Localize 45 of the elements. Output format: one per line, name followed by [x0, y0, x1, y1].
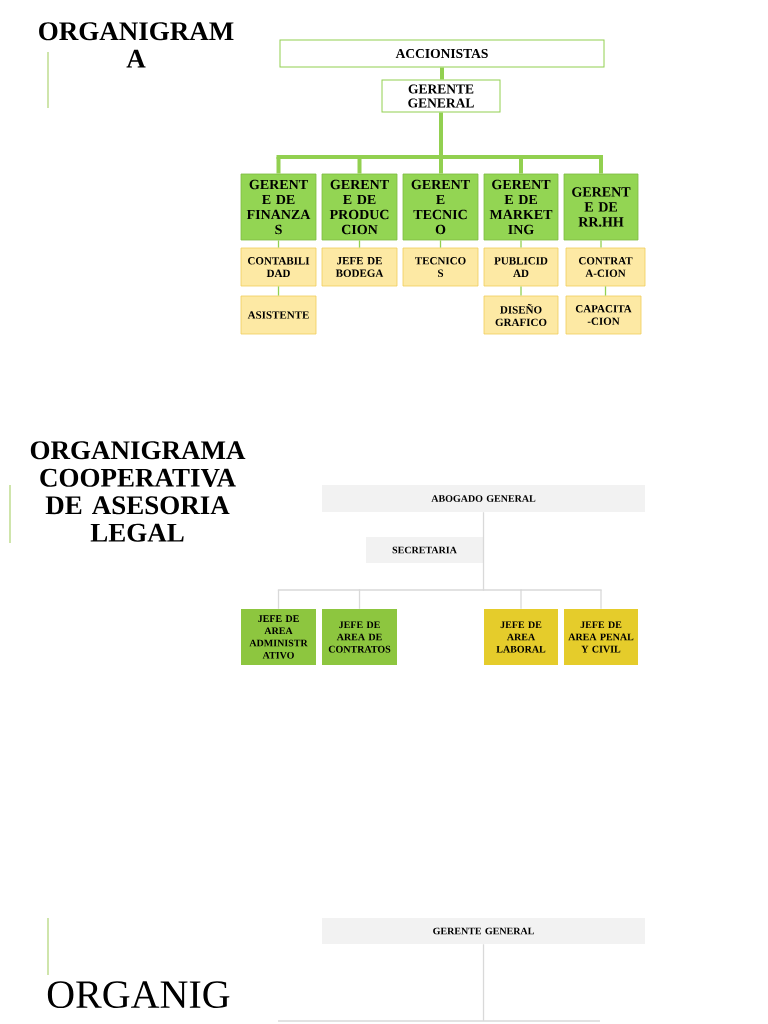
unit-box: CONTRAT A-CION — [565, 247, 646, 287]
connector-line — [277, 943, 601, 1022]
unit-box: ASISTENTE — [240, 295, 317, 335]
heading: ORGANIGRAM A — [39, 22, 234, 68]
department-box: JEFE DE AREA DE CONTRATOS — [322, 609, 397, 665]
connector-line — [277, 285, 280, 297]
position-box: GERENTE GENERAL — [322, 918, 645, 944]
unit-box: TECNICO S — [402, 247, 479, 287]
unit-box: CAPACITA -CION — [565, 295, 642, 335]
manager-box: GERENT E DE PRODUC CION — [321, 173, 398, 241]
connector-line — [520, 239, 522, 249]
unit-box: DISEÑO GRAFICO — [483, 295, 559, 335]
manager-box: GERENT E TECNIC O — [402, 173, 479, 241]
connector-line — [520, 285, 522, 297]
manager-box: GERENT E DE MARKET ING — [483, 173, 559, 241]
manager-box: GERENT E DE FINANZA S — [240, 173, 317, 241]
connector-line — [358, 589, 361, 610]
connector-line — [358, 239, 361, 249]
unit-box: PUBLICID AD — [483, 247, 559, 287]
department-box: JEFE DE AREA PENAL Y CIVIL — [564, 609, 638, 665]
connector-line — [439, 112, 443, 157]
position-box: GERENTE GENERAL — [381, 79, 501, 113]
connector-line — [276, 157, 281, 174]
unit-box: JEFE DE BODEGA — [321, 247, 398, 287]
unit-box: CONTABILI DAD — [240, 247, 317, 287]
heading: ORGANIGRAMA COOPERATIVA DE ASESORIA LEGAL — [30, 441, 246, 542]
connector-line — [604, 285, 607, 297]
connector-line — [519, 157, 523, 174]
connector-line — [439, 239, 442, 249]
position-box: ABOGADO GENERAL — [322, 485, 645, 512]
heading: ORGANIG — [47, 981, 230, 1009]
position-box: SECRETARIA — [366, 537, 483, 563]
connector-line — [599, 157, 603, 174]
connector-line — [277, 589, 280, 610]
connector-line — [482, 511, 485, 551]
connector-line — [440, 67, 444, 80]
department-box: JEFE DE AREA ADMINISTR ATIVO — [241, 609, 316, 665]
connector-line — [439, 157, 443, 174]
connector-line — [482, 549, 485, 591]
connector-line — [600, 239, 602, 249]
position-box: ACCIONISTAS — [279, 39, 605, 68]
department-box: JEFE DE AREA LABORAL — [484, 609, 558, 665]
connector-line — [357, 157, 362, 174]
connector-line — [277, 239, 280, 249]
manager-box: GERENT E DE RR.HH — [563, 173, 639, 241]
